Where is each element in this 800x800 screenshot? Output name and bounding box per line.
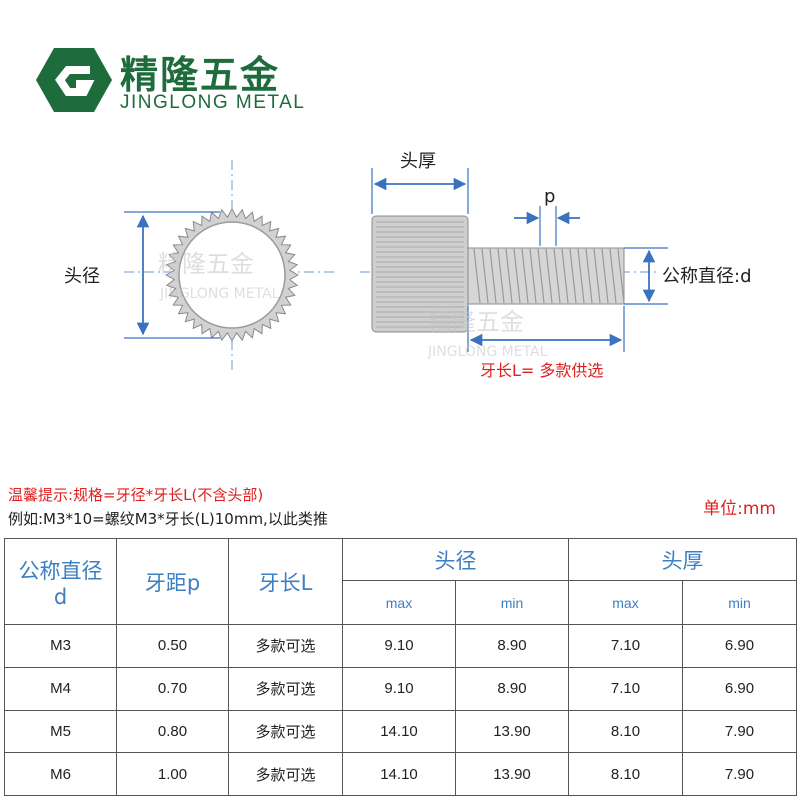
cell-length: 多款可选	[228, 624, 343, 668]
subheader-hd-max: max	[342, 580, 456, 625]
header-nominal-text: 公称直径	[18, 558, 103, 583]
pitch-label: p	[544, 186, 555, 207]
cell-length: 多款可选	[228, 709, 343, 754]
cell-length: 多款可选	[228, 666, 343, 711]
cell-d: M6	[4, 752, 117, 796]
spec-tip: 温馨提示:规格=牙径*牙长L(不含头部)	[8, 486, 264, 504]
brand-name-en: JINGLONG METAL	[120, 92, 306, 113]
cell-d: M4	[4, 666, 117, 711]
header-length: 牙长L	[228, 538, 343, 625]
thread-length-label: 牙长L= 多款供选	[480, 361, 603, 380]
cell-ht-max: 7.10	[568, 666, 683, 711]
cell-hd-max: 9.10	[342, 666, 456, 711]
cell-d: M3	[4, 624, 117, 668]
table-row: M5 0.80 多款可选 14.10 13.90 8.10 7.90	[4, 709, 797, 754]
watermark-en: JINGLONG METAL	[159, 286, 280, 302]
cell-ht-max: 8.10	[568, 752, 683, 796]
hexagon-g-logo-icon	[36, 48, 112, 112]
cell-hd-max: 14.10	[342, 709, 456, 754]
cell-ht-min: 6.90	[682, 666, 797, 711]
table-row: M4 0.70 多款可选 9.10 8.90 7.10 6.90	[4, 666, 797, 711]
cell-hd-min: 13.90	[455, 752, 569, 796]
cell-hd-min: 8.90	[455, 624, 569, 668]
watermark-cn-right: 精隆五金	[428, 308, 524, 336]
cell-p: 1.00	[116, 752, 229, 796]
cell-hd-min: 8.90	[455, 666, 569, 711]
cell-p: 0.70	[116, 666, 229, 711]
table-row: M3 0.50 多款可选 9.10 8.90 7.10 6.90	[4, 624, 797, 668]
cell-ht-max: 7.10	[568, 624, 683, 668]
cell-length: 多款可选	[228, 752, 343, 796]
nominal-diameter-label: 公称直径:d	[662, 266, 752, 287]
spec-example: 例如:M3*10=螺纹M3*牙长(L)10mm,以此类推	[8, 510, 328, 528]
cell-p: 0.80	[116, 709, 229, 754]
watermark-cn: 精隆五金	[158, 250, 254, 278]
header-nominal-diameter: 公称直径 d	[4, 538, 117, 625]
header-pitch: 牙距p	[116, 538, 229, 625]
spec-table: 公称直径 d 牙距p 牙长L 头径 头厚 max min max min M3 …	[4, 538, 797, 796]
screw-side-view	[360, 215, 660, 333]
cell-hd-min: 13.90	[455, 709, 569, 754]
cell-hd-max: 14.10	[342, 752, 456, 796]
cell-p: 0.50	[116, 624, 229, 668]
watermark-en-right: JINGLONG METAL	[427, 344, 548, 360]
header-head-thickness: 头厚	[568, 538, 797, 581]
cell-ht-min: 7.90	[682, 752, 797, 796]
unit-label: 单位:mm	[703, 499, 776, 519]
head-diameter-label: 头径	[64, 266, 100, 287]
table-row: M6 1.00 多款可选 14.10 13.90 8.10 7.90	[4, 752, 797, 796]
cell-ht-max: 8.10	[568, 709, 683, 754]
cell-d: M5	[4, 709, 117, 754]
header-head-diameter: 头径	[342, 538, 569, 581]
cell-ht-min: 7.90	[682, 709, 797, 754]
subheader-ht-max: max	[568, 580, 683, 625]
cell-ht-min: 6.90	[682, 624, 797, 668]
screw-technical-drawing: 头径 头厚 p 公称直径:d 牙长L= 多款供选 精隆五金 JINGLONG M…	[64, 151, 752, 380]
head-thickness-label: 头厚	[400, 151, 436, 172]
subheader-hd-min: min	[455, 580, 569, 625]
brand-name-cn: 精隆五金	[120, 53, 281, 97]
knurled-head-front-view	[124, 160, 334, 372]
header-nominal-symbol: d	[53, 584, 68, 609]
subheader-ht-min: min	[682, 580, 797, 625]
cell-hd-max: 9.10	[342, 624, 456, 668]
